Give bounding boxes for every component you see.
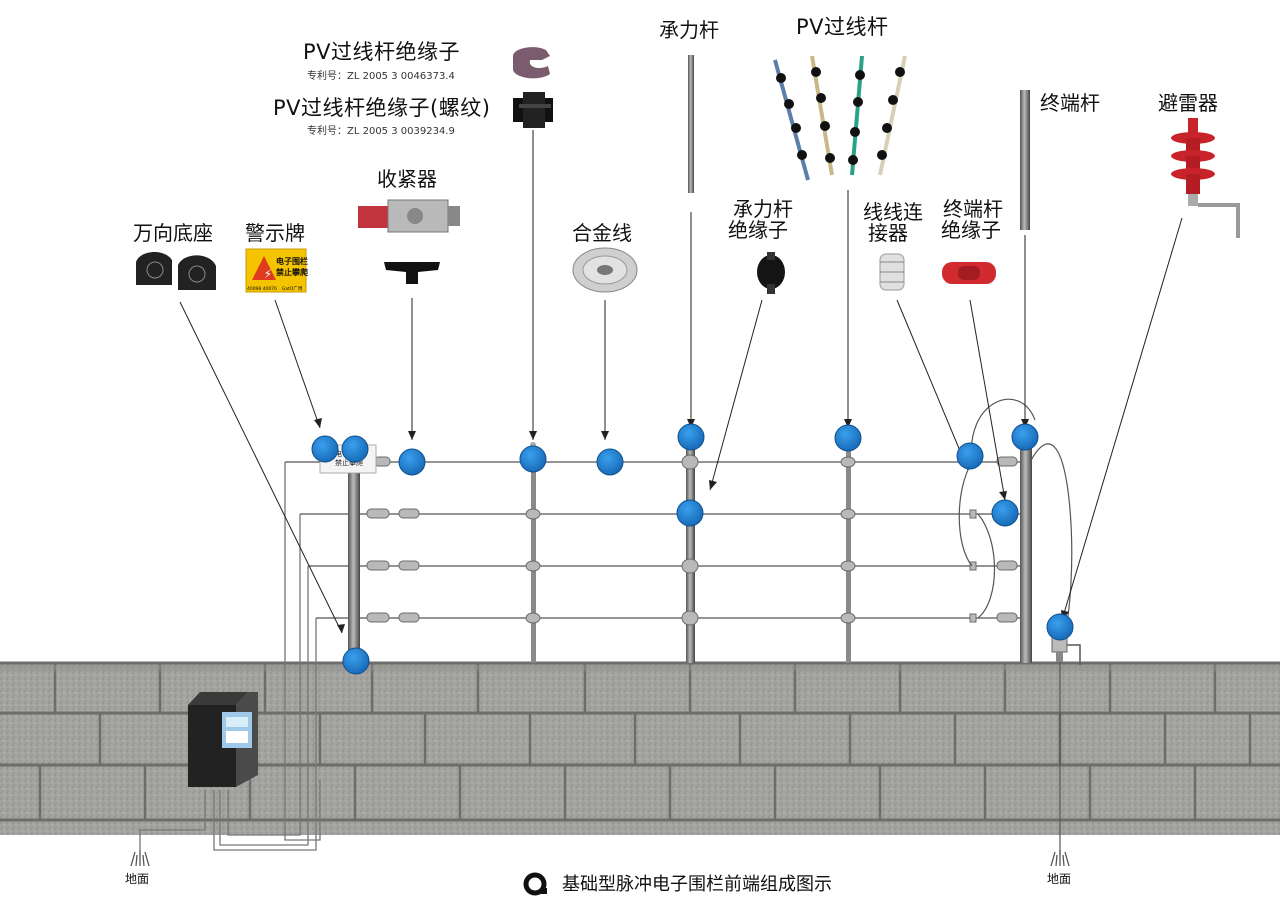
universal-base-image xyxy=(136,251,216,290)
terminal-insulator-image xyxy=(942,262,996,284)
label-warning-sign: 警示牌 xyxy=(245,221,305,245)
pv-insulator-image xyxy=(513,47,550,79)
wire-insulators xyxy=(366,454,1018,626)
pv-insulator-thread-image xyxy=(513,92,553,128)
label-pv-insulator-thread: PV过线杆绝缘子(螺纹) xyxy=(273,96,491,120)
pv-poles-image xyxy=(773,55,907,181)
ground-symbol-right xyxy=(1050,850,1070,867)
label-pv-insulator: PV过线杆绝缘子 xyxy=(303,40,461,64)
tensioner-insulator-image xyxy=(384,262,440,284)
lightning-arrester-image xyxy=(1171,118,1240,238)
label-tensioner: 收紧器 xyxy=(377,167,437,191)
label-bearing-pole: 承力杆 xyxy=(659,18,719,42)
label-patent-2: 专利号：ZL 2005 3 0039234.9 xyxy=(307,126,455,137)
terminal-pole-image xyxy=(1020,90,1030,230)
label-wire-connector-line1: 线线连 xyxy=(863,200,923,224)
diagram-caption: 基础型脉冲电子围栏前端组成图示 xyxy=(562,874,832,895)
jumper-loops xyxy=(958,398,1073,641)
ground-symbol-left xyxy=(130,850,150,867)
sign-image-line2: 禁止攀爬 xyxy=(275,267,309,277)
sign-image-footer-left: 40098 40076 xyxy=(247,286,277,292)
sign-image-line1: 电子围栏 xyxy=(276,256,308,266)
label-terminal-insulator-line1: 终端杆 xyxy=(943,197,1003,221)
bearing-pole-image xyxy=(688,55,694,193)
pulse-controller xyxy=(188,692,258,787)
label-wire-connector-line2: 接器 xyxy=(868,221,908,245)
label-ground-right: 地面 xyxy=(1047,872,1072,886)
leader-lines xyxy=(179,130,1183,634)
poles xyxy=(348,440,1032,663)
callout-markers xyxy=(311,423,1074,675)
fence-wires xyxy=(285,461,1027,619)
label-bearing-insulator-line1: 承力杆 xyxy=(733,197,793,221)
label-pv-pole: PV过线杆 xyxy=(796,15,889,39)
label-alloy-wire: 合金线 xyxy=(572,221,632,245)
alloy-wire-image xyxy=(572,247,638,293)
bearing-insulator-image xyxy=(757,252,785,294)
lead-wires xyxy=(139,462,321,851)
label-bearing-insulator-line2: 绝缘子 xyxy=(728,218,788,242)
label-lightning-arrester: 避雷器 xyxy=(1158,91,1218,115)
caption-logo-icon xyxy=(523,872,547,896)
label-terminal-insulator-line2: 绝缘子 xyxy=(941,218,1001,242)
svg-text:⚡: ⚡ xyxy=(264,267,272,281)
label-universal-base: 万向底座 xyxy=(133,221,213,245)
warning-sign-image: ⚡ xyxy=(245,248,307,293)
wire-connector-image xyxy=(879,253,905,291)
sign-image-footer-right: GatO广博 xyxy=(282,285,303,292)
label-terminal-pole: 终端杆 xyxy=(1040,91,1100,115)
label-ground-left: 地面 xyxy=(125,872,150,886)
fence-sign-line2: 禁止攀爬 xyxy=(335,458,363,467)
label-patent-1: 专利号：ZL 2005 3 0046373.4 xyxy=(307,71,455,82)
tensioner-image xyxy=(358,199,460,233)
